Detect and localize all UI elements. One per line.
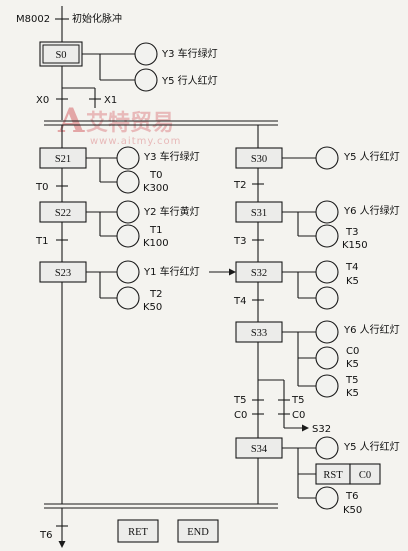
watermark-url: www.aitmy.com <box>90 136 181 147</box>
selection-branch: X0 X1 <box>36 66 117 120</box>
watermark-brand: 艾特贸易 <box>86 110 174 136</box>
transition-t3-label: T3 <box>233 236 246 247</box>
step-s34: S34 Y5 人行红灯 RST C0 T6 K50 <box>235 436 400 516</box>
s23-timer-label: T2 <box>149 289 162 300</box>
step-s22: S22 Y2 车行黄灯 T1 K100 <box>39 200 200 249</box>
step-s33-label: S33 <box>251 328 267 339</box>
transition-x1-label: X1 <box>104 95 117 106</box>
s33-preset-label: K5 <box>346 388 359 399</box>
s34-coil-label: Y5 人行红灯 <box>343 440 400 453</box>
transition-t1-label: T1 <box>35 236 48 247</box>
transition-t6-label: T6 <box>39 530 52 541</box>
transition-t4-label: T4 <box>233 296 246 307</box>
transition-t0-label: T0 <box>35 182 48 193</box>
branch-t5-left: T5 <box>233 395 246 406</box>
watermark: A 艾特贸易 www.aitmy.com <box>57 101 181 147</box>
s22-coil-label: Y2 车行黄灯 <box>143 205 200 218</box>
s34-preset-label: K50 <box>343 505 362 516</box>
s31-coil-label: Y6 人行绿灯 <box>343 204 400 217</box>
step-s0-label: S0 <box>55 50 66 61</box>
s33-counter-preset: K5 <box>346 359 359 370</box>
s0-output-1: Y3 车行绿灯 <box>161 47 218 60</box>
ret-label: RET <box>128 527 148 538</box>
s21-coil-label: Y3 车行绿灯 <box>143 150 200 163</box>
s30-coil-label: Y5 人行红灯 <box>343 150 400 163</box>
s33-coil-label: Y6 人行红灯 <box>343 323 400 336</box>
step-s22-label: S22 <box>55 208 71 219</box>
step-s32-label: S32 <box>251 268 267 279</box>
init-pulse-label: 初始化脉冲 <box>72 12 122 25</box>
coil-y3 <box>134 42 158 66</box>
step-s23-label: S23 <box>55 268 71 279</box>
step-s32: S32 T4 K5 <box>235 260 359 310</box>
s22-preset-label: K100 <box>143 238 169 249</box>
ret-box <box>117 519 159 543</box>
coil-y5 <box>134 68 158 92</box>
init-rung: M8002 初始化脉冲 <box>16 6 122 42</box>
s31-timer-label: T3 <box>345 227 358 238</box>
arrow-head-s32 <box>229 268 236 276</box>
branch-t5-right: T5 <box>291 395 304 406</box>
init-contact-label: M8002 <box>16 14 50 25</box>
branch-c0-left: C0 <box>234 410 247 421</box>
step-s21: S21 Y3 车行绿灯 T0 K300 <box>39 146 200 194</box>
rst-label: RST <box>323 470 343 481</box>
s32-timer-label: T4 <box>345 262 358 273</box>
s33-exit-branch: T5 T5 C0 C0 S32 <box>233 342 331 438</box>
step-s30-label: S30 <box>251 154 267 165</box>
s34-timer-label: T6 <box>345 491 358 502</box>
step-s31: S31 Y6 人行绿灯 T3 K150 <box>235 200 400 251</box>
branch-c0-right: C0 <box>292 410 305 421</box>
transition-x0-label: X0 <box>36 95 49 106</box>
step-s34-label: S34 <box>251 444 268 455</box>
s32-preset-label: K5 <box>346 276 359 287</box>
step-s31-label: S31 <box>251 208 267 219</box>
s31-preset-label: K150 <box>342 240 368 251</box>
s33-counter-label: C0 <box>346 346 359 357</box>
s33-timer-label: T5 <box>345 375 358 386</box>
s21-preset-label: K300 <box>143 183 169 194</box>
s21-timer-label: T0 <box>149 170 162 181</box>
step-s21-label: S21 <box>55 154 71 165</box>
rst-target-label: C0 <box>359 470 371 481</box>
step-s23: S23 Y1 车行红灯 T2 K50 <box>39 260 200 313</box>
s0-output-2: Y5 行人红灯 <box>161 74 218 87</box>
s22-timer-label: T1 <box>149 225 162 236</box>
down-arrow <box>58 541 66 548</box>
s23-preset-label: K50 <box>143 302 162 313</box>
end-box <box>177 519 219 543</box>
jump-s32-label: S32 <box>312 424 331 435</box>
step-s33: S33 Y6 人行红灯 C0 K5 T5 K5 <box>235 320 400 399</box>
end-label: END <box>187 527 209 538</box>
rst-target-box <box>349 463 381 485</box>
s23-coil-label: Y1 车行红灯 <box>143 265 200 278</box>
step-s0: S0 Y3 车行绿灯 Y5 行人红灯 <box>39 41 218 92</box>
transition-t2-label: T2 <box>233 180 246 191</box>
step-s30: S30 Y5 人行红灯 <box>235 146 400 170</box>
